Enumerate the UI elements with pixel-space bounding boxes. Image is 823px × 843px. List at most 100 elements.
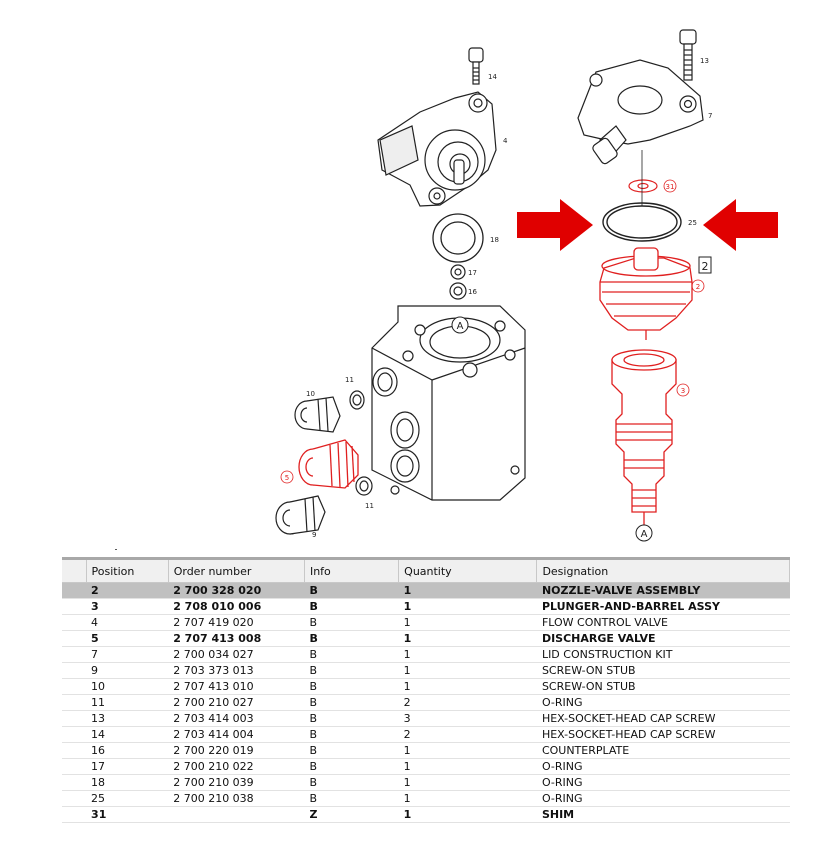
position-cell: 4 (86, 614, 169, 631)
row-marker-cell (62, 582, 87, 599)
screw-on-stub-9-part[interactable] (275, 495, 326, 535)
order-number-cell: 2 707 413 010 (168, 678, 305, 695)
o-ring-25-part[interactable] (602, 202, 682, 242)
row-marker-cell (62, 678, 87, 695)
svg-text:A: A (457, 321, 464, 332)
cap-screw-13-part[interactable] (679, 29, 697, 81)
designation-cell: O-RING (536, 790, 790, 807)
order-number-cell (168, 806, 305, 823)
quantity-cell: 1 (398, 678, 537, 695)
row-marker-cell (62, 646, 87, 663)
selected-position-box: 2 (698, 256, 712, 274)
o-ring-11-lower-part[interactable] (355, 476, 373, 496)
designation-cell: O-RING (536, 758, 790, 775)
column-header-info[interactable]: Info (304, 557, 400, 583)
quantity-cell: 1 (398, 774, 537, 791)
plunger-and-barrel-assy-3-part[interactable] (611, 349, 677, 525)
designation-cell: LID CONSTRUCTION KIT (536, 646, 790, 663)
o-ring-18-part[interactable] (432, 213, 484, 263)
label-16: 16 (468, 288, 477, 296)
position-cell: 7 (86, 646, 169, 663)
screw-on-stub-10-part[interactable] (294, 396, 341, 433)
info-cell: B (304, 614, 399, 631)
order-number-cell: 2 707 413 008 (168, 630, 305, 647)
label-9: 9 (312, 531, 316, 539)
info-cell: B (304, 646, 399, 663)
red-arrow-right (703, 199, 778, 251)
table-header-row: Position Order number Info Quantity Desi… (62, 557, 790, 583)
row-marker-cell (62, 790, 87, 807)
info-cell: B (304, 582, 399, 599)
column-header-order-number[interactable]: Order number (168, 557, 305, 583)
designation-cell: FLOW CONTROL VALVE (536, 614, 790, 631)
counterplate-16-part[interactable] (449, 282, 467, 300)
lid-construction-kit-7-part[interactable] (577, 59, 704, 165)
column-header-marker (62, 557, 87, 583)
row-marker-cell (62, 710, 87, 727)
quantity-cell: 1 (398, 790, 537, 807)
row-marker-cell (62, 662, 87, 679)
red-arrow-left (517, 199, 593, 251)
order-number-cell: 2 700 328 020 (168, 582, 305, 599)
designation-cell: O-RING (536, 774, 790, 791)
svg-text:2: 2 (696, 283, 700, 291)
position-cell: 9 (86, 662, 169, 679)
info-cell: B (304, 774, 399, 791)
row-marker-cell (62, 758, 87, 775)
label-4: 4 (503, 137, 508, 145)
column-header-designation[interactable]: Designation (536, 557, 790, 583)
quantity-cell: 2 (398, 726, 537, 743)
shim-31-part[interactable] (628, 179, 658, 193)
flow-control-valve-part[interactable] (377, 91, 497, 207)
label-18: 18 (490, 236, 499, 244)
o-ring-11-upper-part[interactable] (349, 390, 365, 410)
info-cell: B (304, 710, 399, 727)
designation-cell: HEX-SOCKET-HEAD CAP SCREW (536, 710, 790, 727)
quantity-cell: 1 (398, 598, 537, 615)
info-cell: B (304, 758, 399, 775)
reference-marker-a-top: A (451, 316, 469, 334)
order-number-cell: 2 703 414 004 (168, 726, 305, 743)
position-cell: 3 (86, 598, 169, 615)
column-header-position[interactable]: Position (86, 557, 169, 583)
row-marker-cell (62, 694, 87, 711)
order-number-cell: 2 708 010 006 (168, 598, 305, 615)
quantity-cell: 2 (398, 694, 537, 711)
label-25: 25 (688, 219, 697, 227)
position-cell: 25 (86, 790, 169, 807)
designation-cell: HEX-SOCKET-HEAD CAP SCREW (536, 726, 790, 743)
label-10: 10 (306, 390, 315, 398)
order-number-cell: 2 700 034 027 (168, 646, 305, 663)
position-cell: 31 (86, 806, 169, 823)
order-number-cell: 2 707 419 020 (168, 614, 305, 631)
o-ring-17-part[interactable] (450, 264, 466, 280)
row-marker-cell (62, 774, 87, 791)
label-11-upper: 11 (345, 376, 354, 384)
nozzle-valve-assembly-2-part[interactable] (599, 247, 693, 340)
discharge-valve-5-part[interactable] (298, 439, 359, 489)
order-number-cell: 2 700 220 019 (168, 742, 305, 759)
info-cell: B (304, 742, 399, 759)
row-marker-cell (62, 742, 87, 759)
designation-cell: SCREW-ON STUB (536, 678, 790, 695)
cap-screw-14-part[interactable] (468, 47, 484, 85)
order-number-cell: 2 703 373 013 (168, 662, 305, 679)
column-header-quantity[interactable]: Quantity (398, 557, 538, 583)
row-marker-cell (62, 806, 87, 823)
label-2: 2 (691, 279, 705, 293)
